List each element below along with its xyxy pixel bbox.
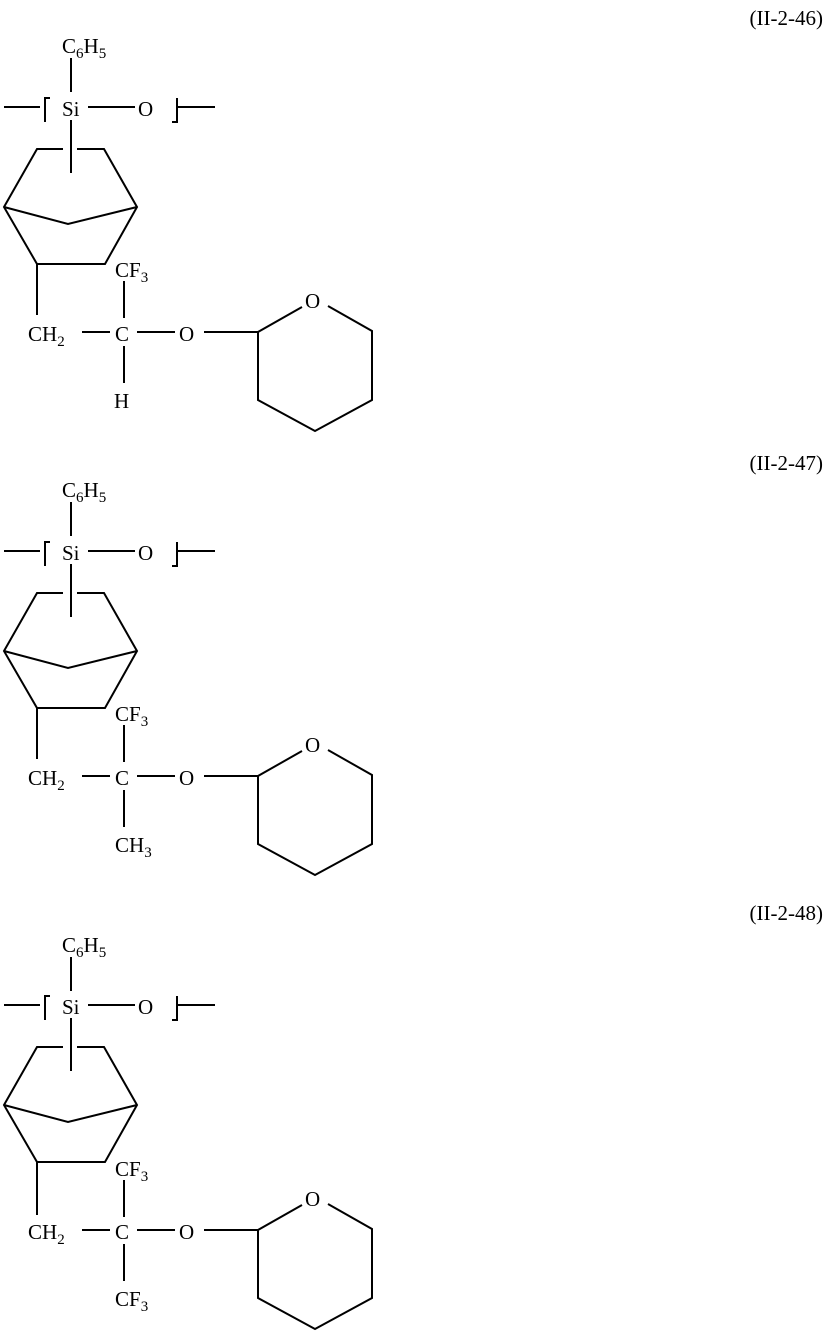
compound-label: (II-2-47) [749,451,823,475]
structure-diagram: C6H5 Si O CH2 C CF3 CH3 O O [2,478,373,877]
bottom-substituent: H [114,389,129,413]
methylene-group: CH2 [28,766,65,794]
silicon-atom: Si [62,995,80,1019]
phenyl-group: C6H5 [62,933,106,961]
ether-oxygen: O [179,1220,194,1244]
phenyl-group: C6H5 [62,478,106,506]
phenyl-group: C6H5 [62,34,106,62]
compound-II-2-48: (II-2-48) C6H5 Si O CH2 C CF3 CF3 O O [0,893,825,1338]
bottom-substituent: CH3 [115,833,152,861]
central-carbon: C [115,322,129,346]
bottom-substituent: CF3 [115,1287,148,1315]
top-substituent: CF3 [115,702,148,730]
compound-II-2-47: (II-2-47) C6H5 Si O CH2 C CF3 CH3 O O [0,447,825,892]
ring-oxygen: O [305,289,320,313]
backbone-oxygen: O [138,97,153,121]
backbone-oxygen: O [138,541,153,565]
ring-oxygen: O [305,1187,320,1211]
central-carbon: C [115,766,129,790]
methylene-group: CH2 [28,322,65,350]
compound-II-2-46: (II-2-46) C6H5 Si O CH2 C CF3 H O O [0,0,825,445]
ring-oxygen: O [305,733,320,757]
top-substituent: CF3 [115,1157,148,1185]
top-substituent: CF3 [115,258,148,286]
backbone-oxygen: O [138,995,153,1019]
ether-oxygen: O [179,766,194,790]
silicon-atom: Si [62,541,80,565]
structure-diagram: C6H5 Si O CH2 C CF3 CF3 O O [2,933,373,1331]
structure-diagram: C6H5 Si O CH2 C CF3 H O O [2,34,373,433]
ether-oxygen: O [179,322,194,346]
silicon-atom: Si [62,97,80,121]
central-carbon: C [115,1220,129,1244]
methylene-group: CH2 [28,1220,65,1248]
compound-label: (II-2-46) [749,6,823,30]
compound-label: (II-2-48) [749,901,823,925]
